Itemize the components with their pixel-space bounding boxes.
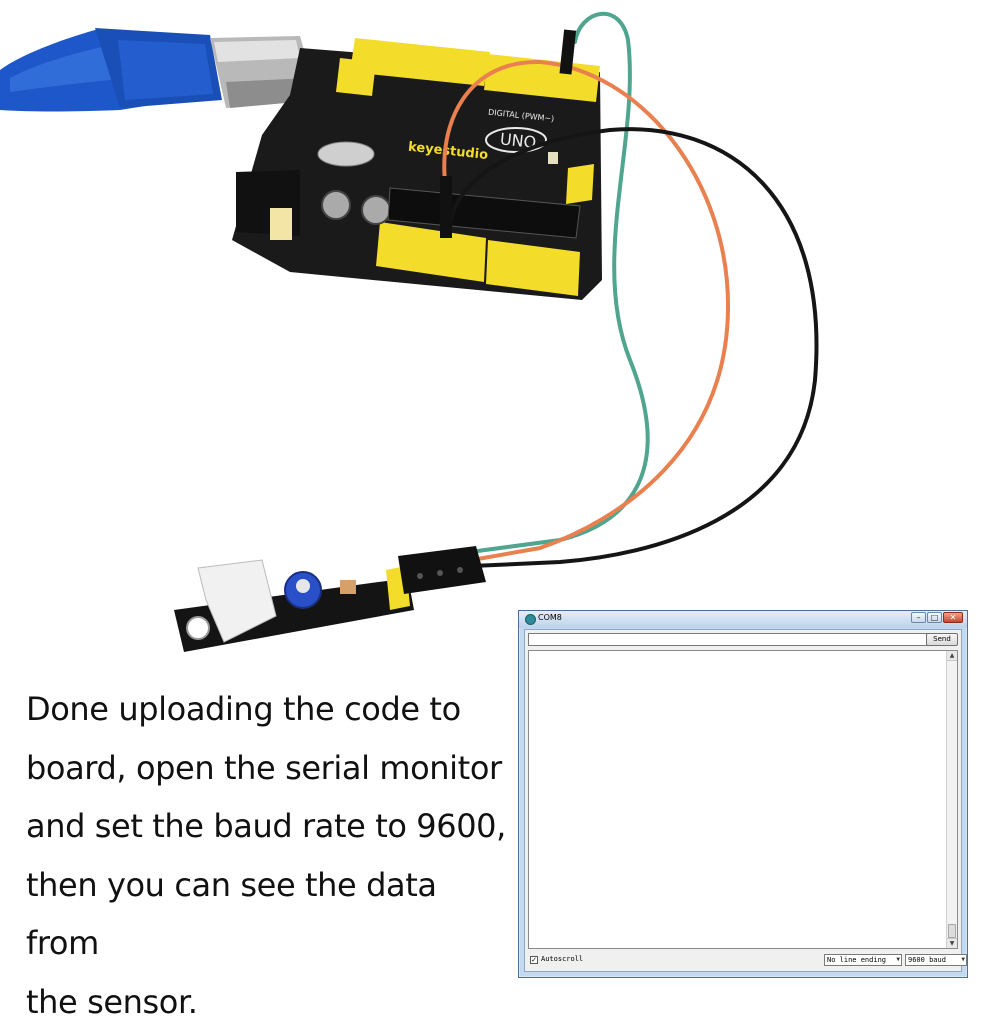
sensor-connector	[398, 546, 486, 594]
window-titlebar[interactable]: COM8 – □ ✕	[519, 611, 967, 628]
maximize-icon[interactable]: □	[927, 612, 942, 623]
instruction-line: then you can see the data from	[26, 856, 506, 973]
scroll-up-arrow-icon[interactable]: ▲	[947, 651, 957, 661]
baud-rate-select[interactable]: 9600 baud ▼	[905, 954, 967, 966]
scroll-thumb[interactable]	[948, 924, 956, 938]
line-ending-value: No line ending	[827, 956, 886, 964]
instruction-text: Done uploading the code to board, open t…	[26, 680, 506, 1031]
sensor-module	[174, 560, 414, 652]
send-button[interactable]: Send	[926, 633, 958, 646]
window-title: COM8	[538, 613, 562, 622]
baud-rate-value: 9600 baud	[908, 956, 946, 964]
instruction-line: board, open the serial monitor	[26, 739, 506, 798]
serial-monitor-window: COM8 – □ ✕ Send ▲ ▼ ✓ Autoscroll No line…	[518, 610, 968, 978]
chevron-down-icon: ▼	[896, 955, 900, 965]
serial-bottom-bar: ✓ Autoscroll No line ending ▼ 9600 baud …	[528, 953, 958, 968]
line-ending-select[interactable]: No line ending ▼	[824, 954, 902, 966]
serial-monitor-client: Send ▲ ▼ ✓ Autoscroll No line ending ▼ 9…	[524, 629, 962, 972]
usb-cable	[0, 28, 222, 112]
close-icon[interactable]: ✕	[943, 612, 963, 623]
vertical-scrollbar[interactable]: ▲ ▼	[946, 651, 957, 948]
instruction-line: and set the baud rate to 9600,	[26, 797, 506, 856]
instruction-line: the sensor.	[26, 973, 506, 1031]
autoscroll-checkbox[interactable]: ✓	[530, 956, 538, 964]
autoscroll-label: Autoscroll	[541, 955, 583, 963]
chevron-down-icon: ▼	[961, 955, 965, 965]
serial-send-input[interactable]	[528, 633, 928, 646]
scroll-down-arrow-icon[interactable]: ▼	[947, 938, 957, 948]
serial-output-area[interactable]: ▲ ▼	[528, 650, 958, 949]
instruction-line: Done uploading the code to	[26, 680, 506, 739]
minimize-icon[interactable]: –	[911, 612, 926, 623]
arduino-app-icon	[525, 614, 536, 625]
window-controls: – □ ✕	[911, 612, 963, 623]
